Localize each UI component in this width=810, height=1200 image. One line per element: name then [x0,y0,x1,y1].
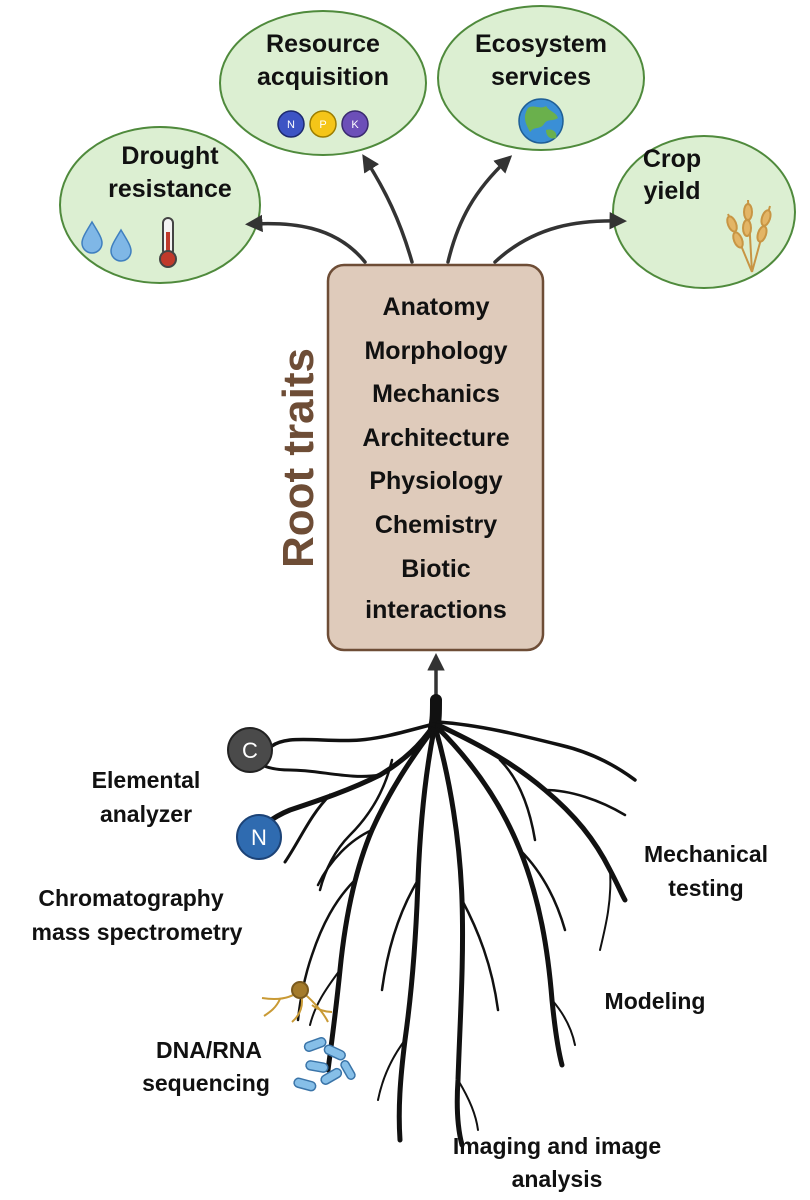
outcome-arrows [245,154,627,264]
method-mechanical-line1: Mechanical [644,841,768,867]
ecosystem-title-line2: services [491,63,591,91]
bubble-resource-acquisition: Resource acquisition N P K [219,10,427,156]
nutrient-n-label: N [287,119,295,131]
resource-title-line1: Resource [266,30,380,58]
nitrogen-element-icon: N [236,814,282,860]
method-sequencing-line2: sequencing [142,1070,270,1096]
root-system-icon [245,694,637,1148]
method-chromatography-line1: Chromatography [38,885,224,911]
method-modeling: Modeling [605,988,706,1014]
bacteria-icon [293,1036,356,1092]
arrow-to-drought [245,214,367,264]
nutrient-npk-icon: N P K [277,110,369,138]
thermometer-icon [159,217,177,268]
trait-interactions: interactions [365,596,507,624]
resource-title-line2: acquisition [257,63,389,91]
method-mechanical-line2: testing [668,875,743,901]
trait-chemistry: Chemistry [375,511,497,539]
fungus-icon [261,981,333,1023]
trait-biotic: Biotic [401,555,471,583]
bubble-crop-yield: Crop yield [612,135,796,289]
carbon-label: C [242,738,258,763]
root-traits-label: Root traits [274,348,323,568]
water-drop-icon [81,220,132,262]
bubble-drought-resistance: Drought resistance [59,126,261,284]
trait-mechanics: Mechanics [372,380,500,408]
trait-physiology: Physiology [369,467,502,495]
nutrient-k-label: K [351,119,359,131]
globe-icon [518,98,564,144]
bubble-ecosystem-services: Ecosystem services [437,5,645,151]
root-traits-box: Anatomy Morphology Mechanics Architectur… [326,263,545,652]
arrow-to-resource [362,154,414,264]
nitrogen-label: N [251,825,267,850]
method-imaging-line1: Imaging and image [453,1133,661,1159]
method-sequencing-line1: DNA/RNA [156,1037,262,1063]
method-imaging-line2: analysis [512,1166,603,1192]
method-chromatography-line2: mass spectrometry [32,919,243,945]
crop-title-line1: Crop [643,145,701,173]
crop-title-line2: yield [644,177,701,205]
wheat-icon [726,199,772,273]
arrow-to-ecosystem [446,155,513,264]
nutrient-p-label: P [319,119,326,131]
carbon-element-icon: C [227,727,273,773]
drought-title-line2: resistance [108,175,232,203]
trait-architecture: Architecture [362,424,509,452]
arrow-to-crop [493,211,627,264]
trait-anatomy: Anatomy [383,293,490,321]
method-elemental-line1: Elemental [92,767,201,793]
method-elemental-line2: analyzer [100,801,192,827]
trait-morphology: Morphology [364,337,507,365]
drought-title-line1: Drought [121,142,219,170]
ecosystem-title-line1: Ecosystem [475,30,607,58]
